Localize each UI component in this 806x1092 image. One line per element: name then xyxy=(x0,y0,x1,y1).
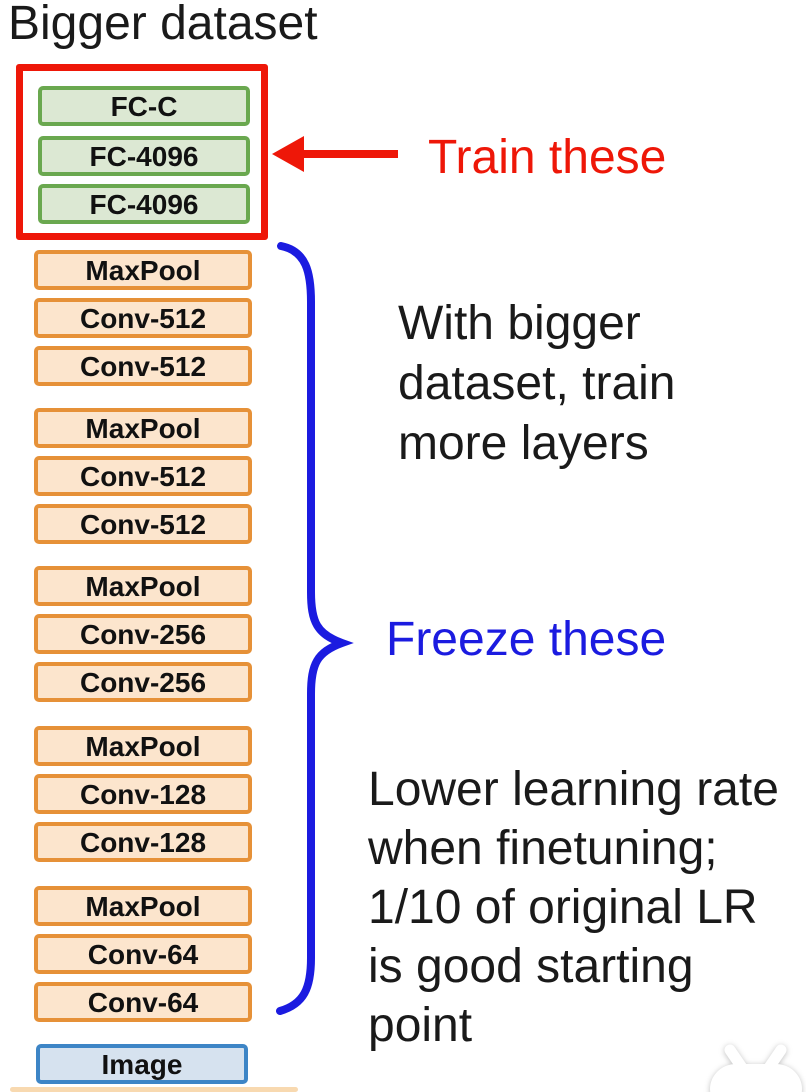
layer-box-maxpool-4: MaxPool xyxy=(34,408,252,448)
layer-box-conv128-a: Conv-128 xyxy=(34,822,252,862)
layer-box-fc-4096-a: FC-4096 xyxy=(38,136,250,176)
layer-box-image: Image xyxy=(36,1044,248,1084)
cropped-box-artifact xyxy=(10,1087,298,1092)
layer-box-conv64-a: Conv-64 xyxy=(34,982,252,1022)
layer-box-conv256-b: Conv-256 xyxy=(34,614,252,654)
layer-box-maxpool-1: MaxPool xyxy=(34,886,252,926)
layer-box-conv512-b: Conv-512 xyxy=(34,456,252,496)
layer-box-conv512-c: Conv-512 xyxy=(34,346,252,386)
layer-box-conv256-a: Conv-256 xyxy=(34,662,252,702)
page-title: Bigger dataset xyxy=(8,0,318,50)
layer-box-fc-4096-b: FC-4096 xyxy=(38,184,250,224)
layer-box-conv512-d: Conv-512 xyxy=(34,298,252,338)
watermark-android-icon xyxy=(710,1044,802,1092)
layer-box-maxpool-2: MaxPool xyxy=(34,726,252,766)
layer-box-maxpool-5: MaxPool xyxy=(34,250,252,290)
layer-box-conv64-b: Conv-64 xyxy=(34,934,252,974)
layer-box-conv128-b: Conv-128 xyxy=(34,774,252,814)
learning-rate-note: Lower learning rate when finetuning; 1/1… xyxy=(368,763,779,1052)
train-group-outline xyxy=(16,64,268,240)
layer-box-maxpool-3: MaxPool xyxy=(34,566,252,606)
layer-box-conv512-a: Conv-512 xyxy=(34,504,252,544)
bigger-dataset-note: With bigger dataset, train more layers xyxy=(398,297,676,470)
freeze-brace-icon xyxy=(276,242,354,1015)
layer-box-fc-c: FC-C xyxy=(38,86,250,126)
left-arrow-icon xyxy=(272,136,398,172)
train-these-label: Train these xyxy=(428,131,667,184)
freeze-these-label: Freeze these xyxy=(386,613,667,666)
